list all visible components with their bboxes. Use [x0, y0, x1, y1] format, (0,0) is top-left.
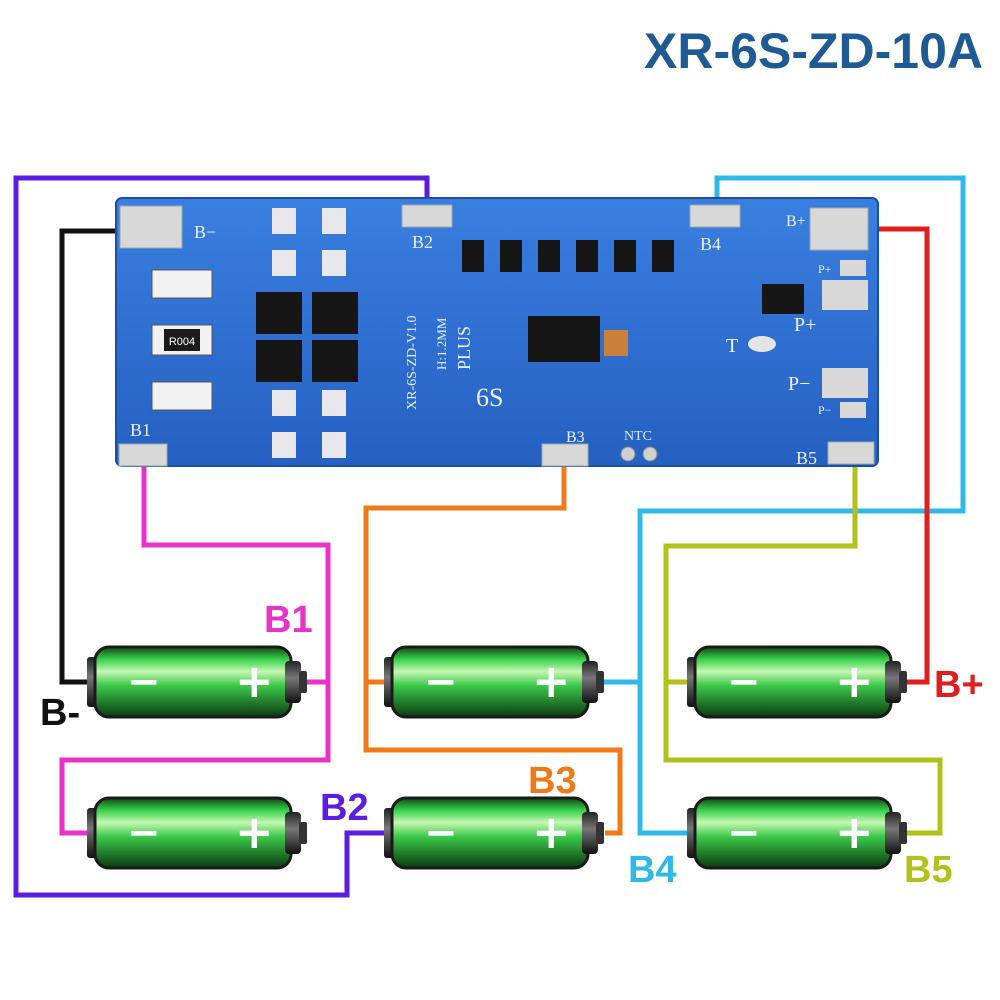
shunt-resistor-label: R004 — [169, 336, 195, 348]
pad-b-plus — [809, 207, 869, 251]
pad-b3 — [541, 443, 589, 467]
battery-minus-sign: − — [727, 659, 761, 705]
label-b1: B1 — [130, 420, 151, 440]
battery-plus-sign: + — [235, 654, 274, 708]
battery-plus-sign: + — [235, 805, 274, 859]
wire-b5 — [663, 462, 943, 836]
label-p-minus: P− — [788, 373, 810, 395]
label-b-minus: B− — [194, 222, 216, 242]
battery-plus-sign: + — [532, 805, 571, 859]
wire-label-b-plus: B+ — [934, 664, 984, 706]
silk-version: XR-6S-ZD-V1.0 — [405, 316, 420, 411]
wire-label-b1: B1 — [264, 599, 313, 641]
wire-b4 — [637, 175, 966, 836]
label-b2: B2 — [412, 232, 433, 252]
label-t: T — [726, 335, 738, 357]
silk-plus: PLUS — [454, 326, 474, 370]
battery-minus-sign: − — [127, 659, 161, 705]
label-ntc: NTC — [624, 429, 652, 444]
wire-label-b4: B4 — [628, 849, 677, 891]
wire-b1 — [59, 460, 331, 836]
pad-b2 — [401, 204, 453, 228]
battery-cell-4: − + — [382, 796, 606, 870]
wire-label-b3: B3 — [528, 760, 577, 802]
page-title: XR-6S-ZD-10A — [644, 23, 983, 79]
mosfet-array — [256, 292, 358, 382]
label-b5: B5 — [796, 448, 817, 468]
mosfet-small — [762, 284, 804, 314]
battery-minus-sign: − — [727, 810, 761, 856]
battery-plus-sign: + — [532, 654, 571, 708]
wire-b-minus — [59, 228, 130, 685]
pad-p-plus-small — [840, 260, 866, 276]
ntc-pad-2 — [642, 446, 658, 462]
pad-p-minus — [822, 368, 868, 398]
battery-cell-1: − + — [85, 645, 309, 719]
label-b3: B3 — [566, 429, 585, 446]
shunt-resistor-body — [164, 329, 200, 351]
wire-label-b5: B5 — [904, 849, 953, 891]
label-p-plus: P+ — [794, 314, 816, 336]
silk-cells: 6S — [476, 383, 503, 412]
battery-cell-2: − + — [85, 796, 309, 870]
battery-minus-sign: − — [424, 810, 458, 856]
battery-plus-sign: + — [835, 654, 874, 708]
wire-b3 — [363, 462, 623, 836]
pad-p-minus-small — [840, 402, 866, 418]
pad-b1 — [118, 443, 168, 467]
pad-p-plus — [822, 280, 868, 310]
battery-cell-5: − + — [685, 645, 909, 719]
label-p-minus-small: P− — [818, 403, 832, 417]
capacitor-orange — [604, 330, 628, 356]
battery-cell-6: − + — [685, 796, 909, 870]
balance-resistors — [462, 240, 674, 272]
battery-plus-sign: + — [835, 805, 874, 859]
battery-minus-sign: − — [424, 659, 458, 705]
battery-cell-3: − + — [382, 645, 606, 719]
protection-ic — [528, 316, 600, 362]
label-b4: B4 — [700, 234, 721, 254]
pcb — [115, 197, 879, 467]
smd-capacitors — [151, 269, 213, 411]
wire-label-b2: B2 — [320, 787, 369, 829]
pad-b5 — [827, 441, 875, 465]
wire-b2 — [13, 175, 430, 898]
label-p-plus-small: P+ — [818, 262, 832, 276]
pad-b4 — [689, 204, 741, 228]
ntc-pad-1 — [620, 446, 636, 462]
thermistor — [748, 336, 776, 352]
bms-board: R004 B− B2 B4 B+ B1 B3 B5 P+ P+ P− P− T … — [115, 197, 879, 468]
pad-b-minus — [119, 205, 183, 249]
label-b-plus: B+ — [786, 213, 806, 230]
led-components — [272, 208, 346, 458]
wire-label-b-minus: B- — [40, 692, 80, 734]
battery-minus-sign: − — [127, 810, 161, 856]
silk-thickness: H:1.2MM — [434, 317, 449, 370]
wire-b-plus — [855, 226, 930, 685]
